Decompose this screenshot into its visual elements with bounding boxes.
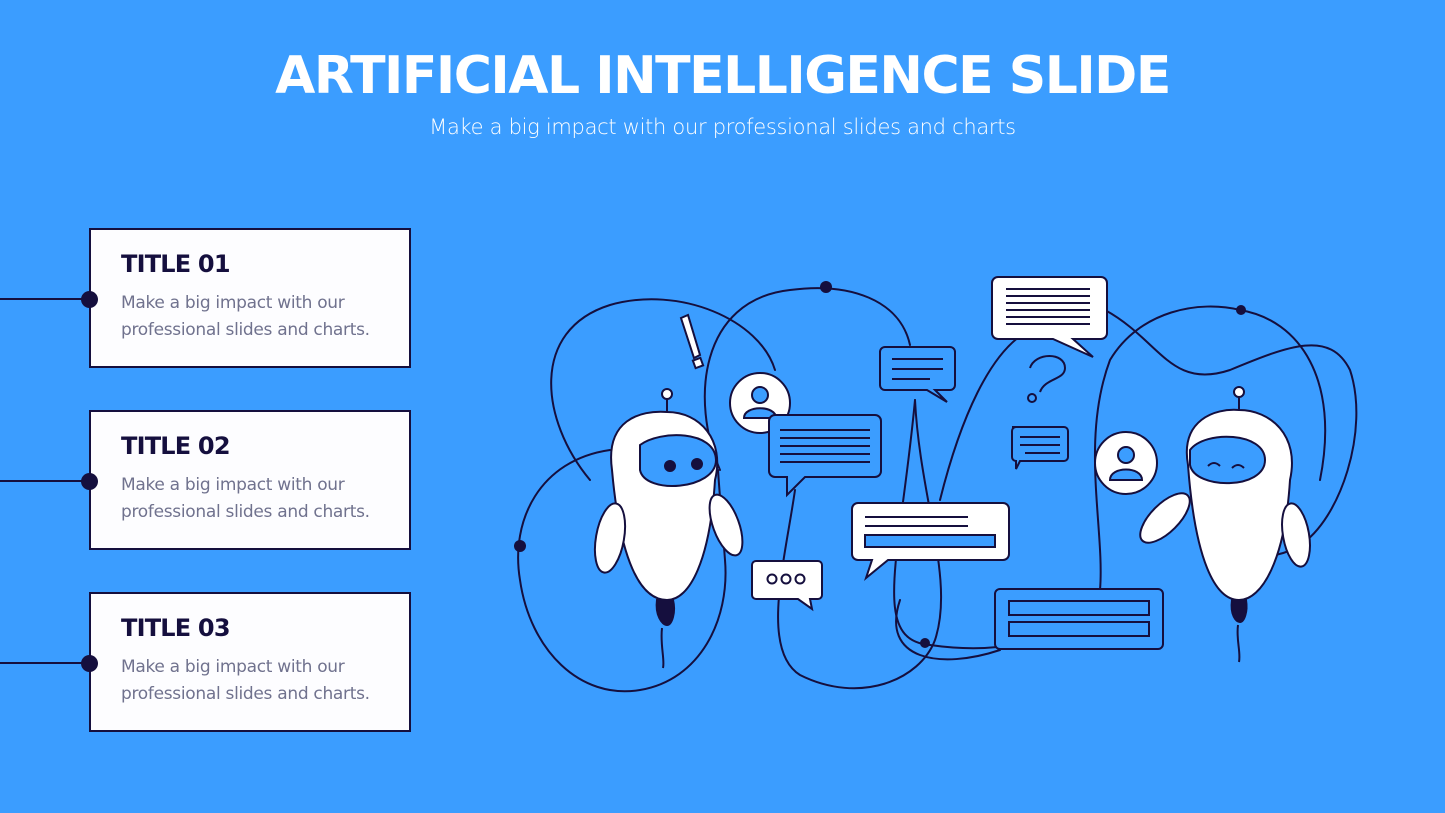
card-title-01: TITLE 01 Make a big impact with our prof… [89, 228, 411, 368]
user-icon [1094, 431, 1158, 495]
chat-bubble-icon [1011, 426, 1069, 470]
connector-line [0, 480, 90, 482]
chat-bubble-icon [991, 276, 1108, 358]
card-title: TITLE 03 [121, 614, 231, 642]
input-box-icon [994, 588, 1164, 650]
card-body: Make a big impact with our professional … [121, 475, 370, 522]
connector-dot [81, 473, 98, 490]
chat-bubble-icon [768, 414, 882, 498]
robot-icon [593, 388, 744, 669]
card-title: TITLE 02 [121, 432, 231, 460]
node-dot [820, 281, 832, 293]
card-title: TITLE 01 [121, 250, 231, 278]
connector-dot [81, 655, 98, 672]
slide-subtitle: Make a big impact with our professional … [429, 115, 1016, 139]
ai-chat-illustration [514, 276, 1358, 693]
card-title-03: TITLE 03 Make a big impact with our prof… [89, 592, 411, 732]
node-dot [514, 540, 526, 552]
question-icon [1029, 355, 1067, 393]
ellipsis-bubble-icon [751, 560, 823, 612]
chat-bubble-icon [851, 502, 1010, 581]
slide-title: ARTIFICIAL INTELLIGENCE SLIDE [275, 46, 1171, 106]
connector-dot [81, 291, 98, 308]
exclamation-icon [679, 313, 705, 370]
card-body: Make a big impact with our professional … [121, 293, 370, 340]
robot-icon [1139, 386, 1311, 663]
chat-bubble-icon [879, 346, 956, 403]
card-body: Make a big impact with our professional … [121, 657, 370, 704]
connector-line [0, 662, 90, 664]
card-title-02: TITLE 02 Make a big impact with our prof… [89, 410, 411, 550]
connector-line [0, 298, 90, 300]
